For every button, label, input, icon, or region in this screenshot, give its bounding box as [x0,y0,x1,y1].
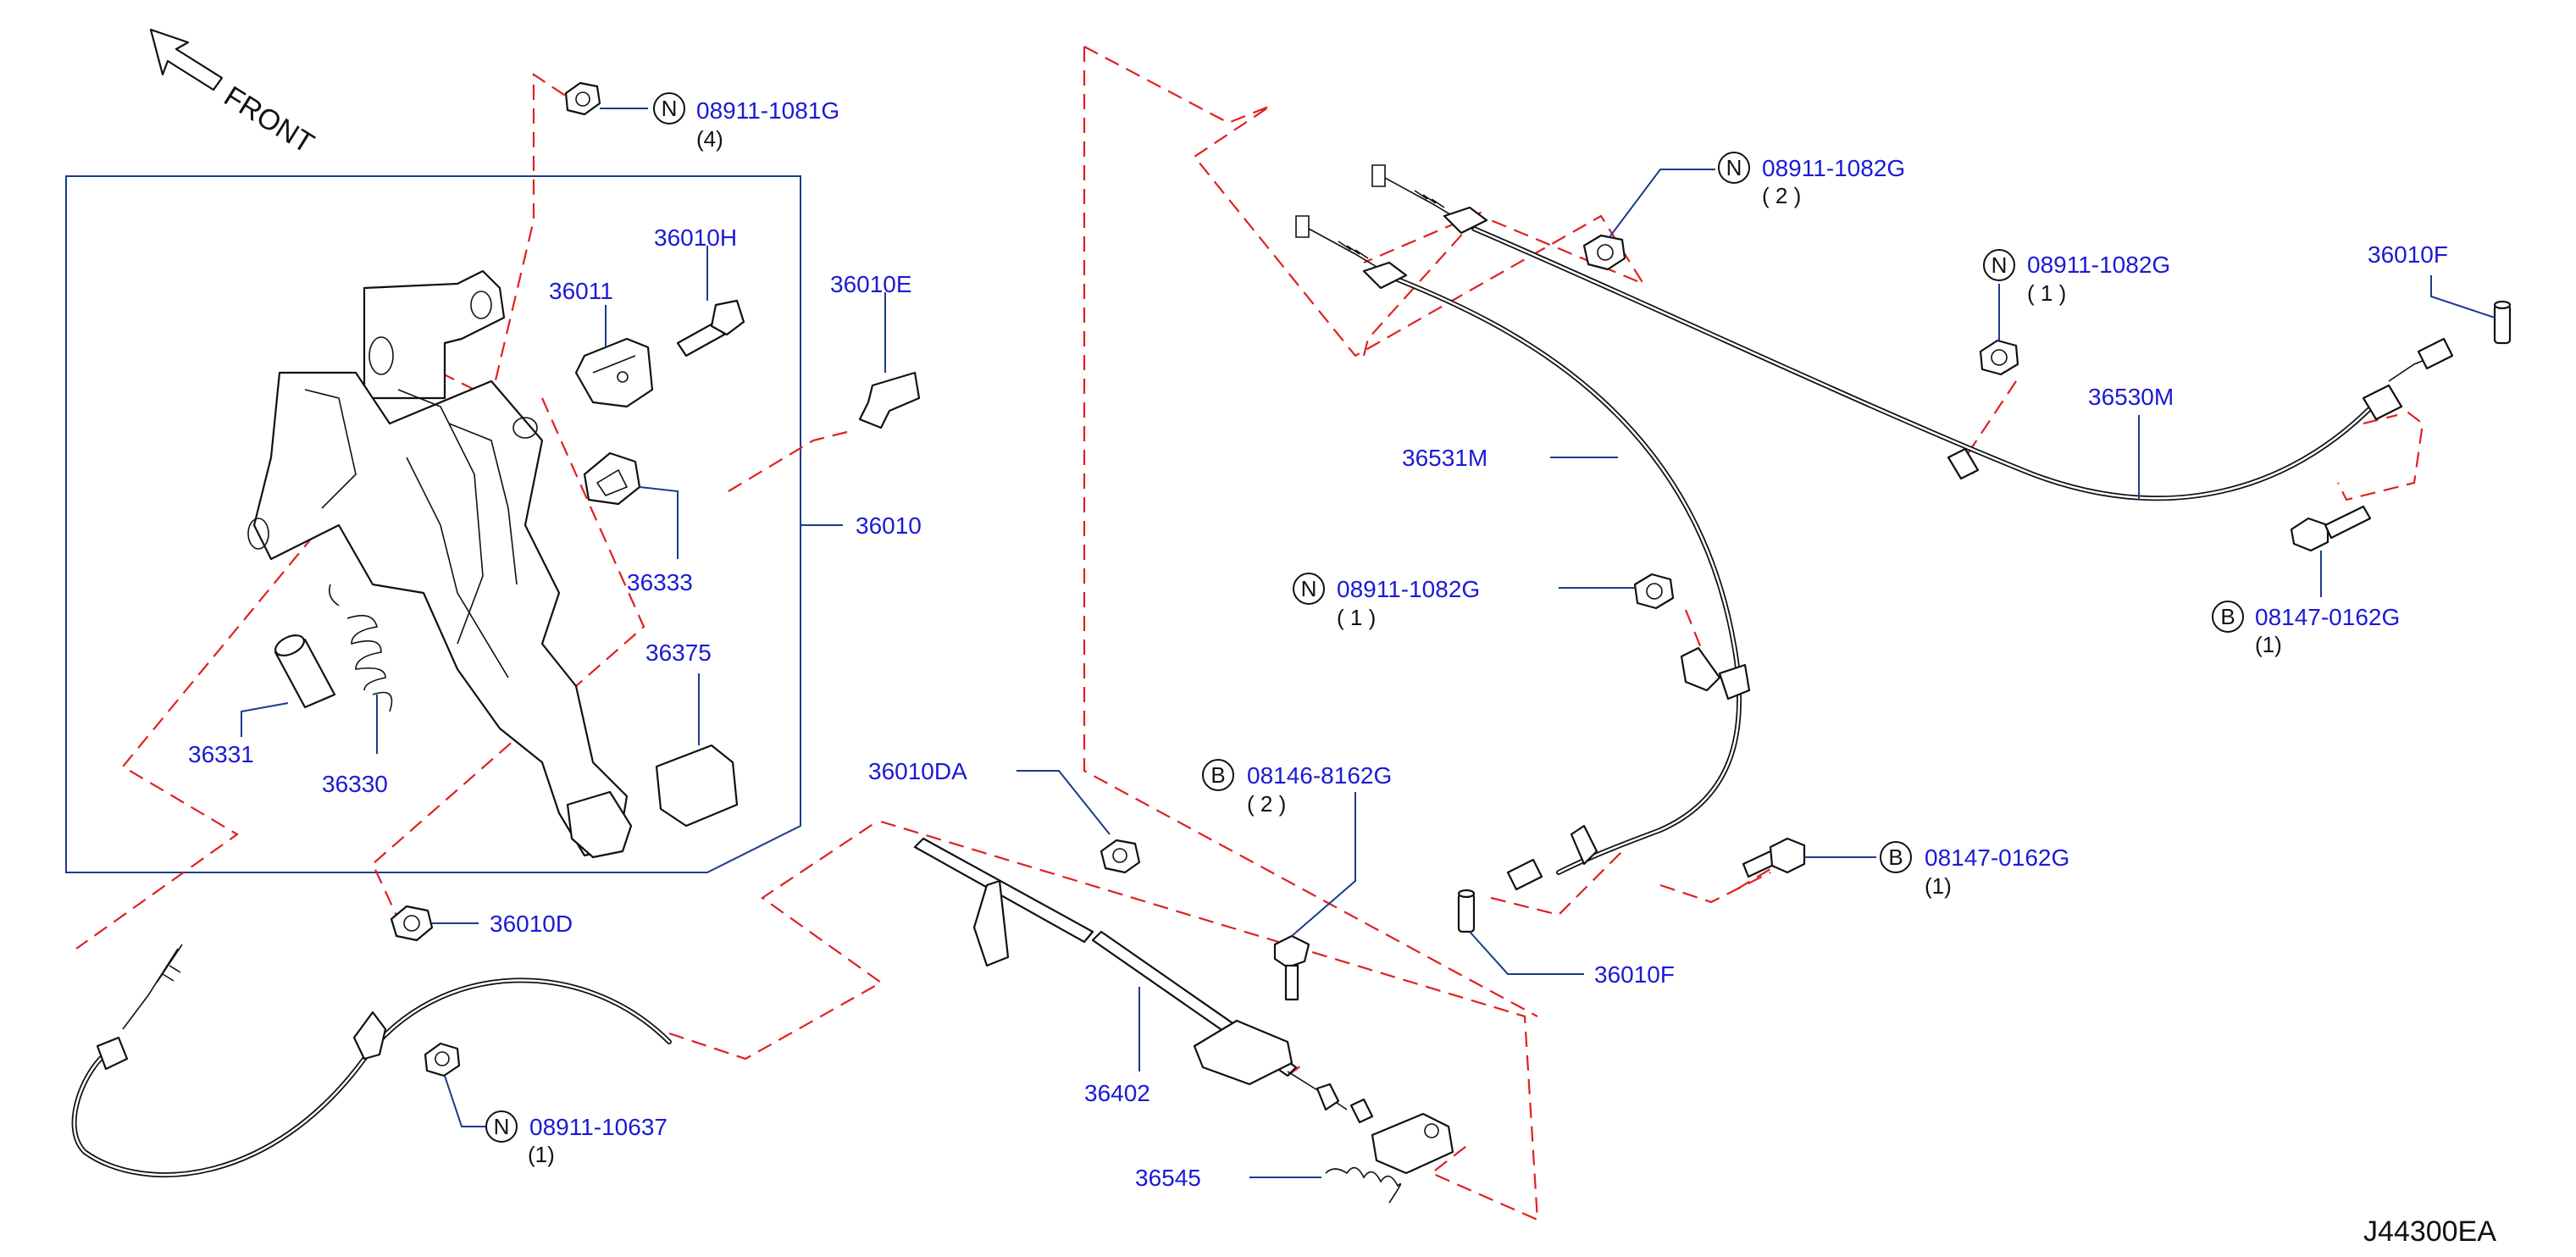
pin-36010f-upper [2493,300,2512,345]
part-label-36333: 36333 [627,569,693,595]
fastener-qty: (1) [1925,873,1952,899]
fastener-qty: ( 2 ) [1247,791,1286,817]
brake-switch-part [574,337,654,408]
part-label-36331: 36331 [188,741,254,767]
mounting-guide-lines [75,46,2424,1221]
front-cable [71,944,672,1178]
fastener-symbol: B [1888,844,1903,870]
fastener-symbol: N [1726,155,1742,180]
fastener-part-08911-1081g: 08911-1081G [696,97,839,124]
fastener-symbol: N [1992,252,2008,278]
part-label-36330: 36330 [322,771,388,797]
pedal-pad-36375 [655,744,739,828]
part-label-36011: 36011 [549,278,613,304]
rear-cable-36531m [1295,215,1751,891]
diagram-code: J44300EA [2363,1215,2496,1248]
rear-cable-36530m [1371,164,2454,501]
fastener-qty: (1) [2255,632,2282,657]
part-label-36531M: 36531M [1402,445,1487,471]
nut-36010da [1100,839,1141,874]
pedal-assembly [247,269,633,859]
fastener-part-08146-8162g: 08146-8162G [1247,762,1392,789]
fastener-part-08147-0162g: 08147-0162G [1925,844,2069,871]
fastener-qty: ( 1 ) [2027,280,2066,306]
part-label-36010DA: 36010DA [868,758,967,784]
fastener-qty: (4) [696,126,723,152]
part-label-36375: 36375 [645,640,712,666]
part-label-36010F: 36010F [2368,241,2448,268]
spring-36330 [328,584,393,712]
clip-36010e [858,371,921,429]
nut-08911-1081g [564,81,601,116]
bolt-08147-0162g-b [1742,837,1806,878]
fastener-symbol: B [2220,604,2235,629]
nut-08911-10637 [424,1042,461,1077]
fastener-qty: ( 2 ) [1762,183,1801,208]
bolt-08146-8162g [1273,934,1310,1001]
fastener-symbol: N [1301,576,1317,601]
part-label-36545: 36545 [1135,1165,1201,1191]
fastener-part-08147-0162g: 08147-0162G [2255,604,2400,630]
return-spring-36545 [1325,1112,1454,1204]
nut-36010d [390,905,434,942]
nut-08911-1082g-a [1582,234,1626,271]
part-label-36402: 36402 [1084,1080,1150,1106]
fastener-part-08911-1082g: 08911-1082G [1762,155,1905,181]
bolt-36010h [676,299,745,357]
part-label-36010: 36010 [856,512,922,539]
equalizer-rod-36402 [913,837,1374,1124]
fastener-symbol: B [1210,762,1225,788]
part-label-36010E: 36010E [830,271,912,297]
part-label-36010D: 36010D [490,911,573,937]
part-label-36530M: 36530M [2088,384,2174,410]
fastener-symbol: N [662,96,678,121]
pin-36010f-lower [1457,889,1476,933]
assembly-box [65,175,801,873]
fastener-qty: (1) [528,1142,555,1167]
nut-08911-1082g-b [1979,339,2019,376]
nut-08911-1082g-c [1633,573,1675,610]
fastener-part-08911-1082g: 08911-1082G [2027,252,2170,278]
part-label-36010F: 36010F [1594,961,1675,988]
fastener-part-08911-10637: 08911-10637 [529,1114,668,1140]
stopper-36333 [583,451,641,506]
part-label-36010H: 36010H [654,224,737,251]
fastener-part-08911-1082g: 08911-1082G [1337,576,1480,602]
fastener-qty: ( 1 ) [1337,605,1376,630]
bolt-08147-0162g-a [2290,505,2372,552]
bushing-36331 [274,634,336,709]
front-label: FRONT [219,80,319,160]
fastener-symbol: N [494,1114,510,1139]
front-arrow-icon [149,28,224,91]
